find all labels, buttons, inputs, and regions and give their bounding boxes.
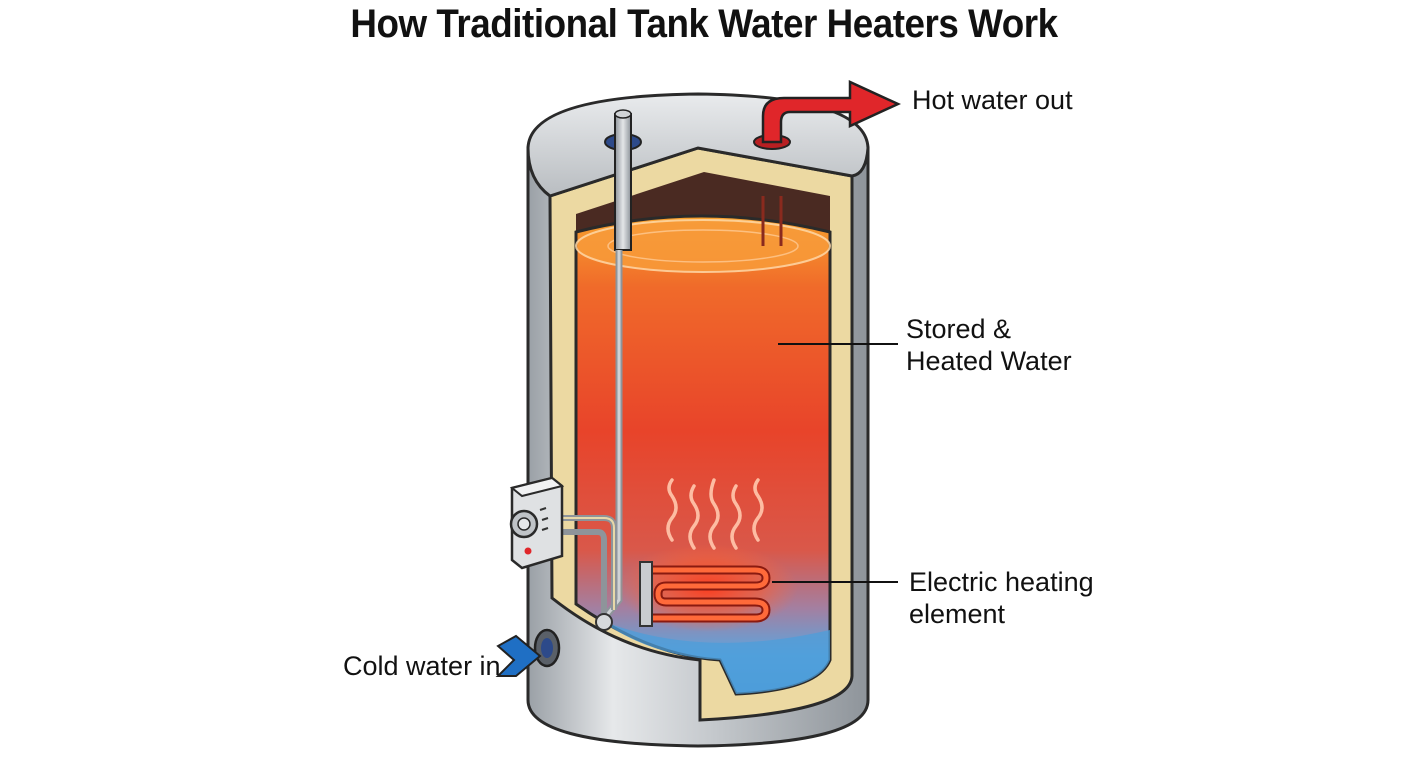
hot-water-out-label: Hot water out xyxy=(912,84,1073,116)
thermostat-control xyxy=(511,478,562,568)
heating-element-label: Electric heating element xyxy=(909,566,1094,630)
stored-water-label-line2: Heated Water xyxy=(906,345,1072,377)
cold-water-in-label: Cold water in xyxy=(343,650,501,682)
cold-inlet-pipe xyxy=(615,114,631,250)
stored-water-label-line1: Stored & xyxy=(906,313,1072,345)
heating-element-label-line2: element xyxy=(909,598,1094,630)
stored-water-label: Stored & Heated Water xyxy=(906,313,1072,377)
heating-element-label-line1: Electric heating xyxy=(909,566,1094,598)
